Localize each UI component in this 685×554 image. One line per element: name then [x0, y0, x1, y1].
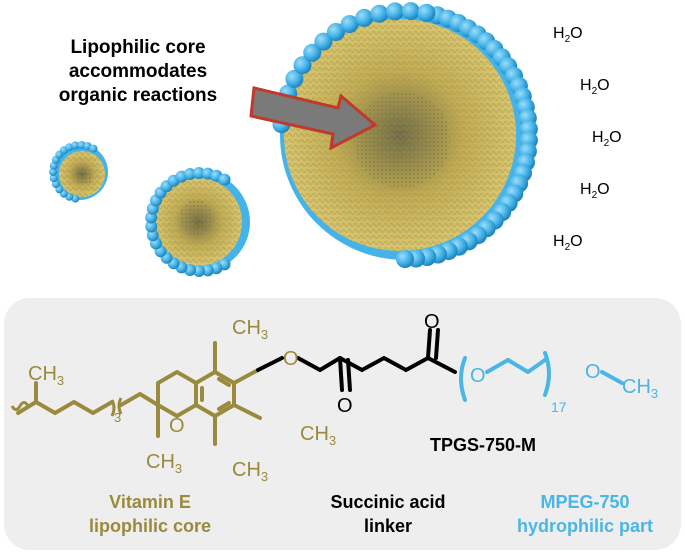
head-group-sphere: [71, 141, 80, 150]
head-group-sphere: [184, 168, 196, 180]
small-micelle: [49, 141, 108, 203]
head-group-sphere: [314, 32, 333, 51]
methyl-label: CH3: [28, 363, 64, 388]
methyl-label: CH3: [232, 317, 268, 342]
peg-repeat-count: 17: [551, 399, 567, 415]
head-group-sphere: [303, 43, 322, 62]
head-group-sphere: [77, 141, 86, 149]
vitamin-e-caption: Vitamin E lipophilic core: [88, 492, 212, 536]
head-group-sphere: [326, 23, 345, 41]
head-group-sphere: [401, 2, 420, 21]
head-group-sphere: [49, 174, 58, 183]
water-label: H2O: [553, 25, 583, 46]
head-group-sphere: [417, 3, 436, 22]
head-group-sphere: [218, 173, 231, 186]
carbonyl-oxygen-label: O: [337, 395, 353, 417]
head-group-sphere: [340, 15, 359, 34]
head-group-sphere: [71, 194, 80, 203]
ester-oxygen-label: O: [283, 348, 299, 370]
methyl-label: CH3: [300, 423, 336, 448]
linker-skeleton: [256, 328, 457, 392]
carbonyl-oxygen-label: O: [424, 311, 440, 333]
water-label: H2O: [580, 181, 610, 202]
head-group-sphere: [355, 8, 374, 27]
medium-micelle: [145, 167, 250, 277]
chain-break: [10, 401, 30, 411]
head-group-sphere: [396, 250, 414, 268]
mpeg-caption: MPEG-750 hydrophilic part: [516, 492, 653, 536]
ether-oxygen-label: O: [470, 365, 486, 387]
head-group-sphere: [386, 2, 404, 21]
water-label: H2O: [592, 129, 622, 150]
phytyl-repeat-count: 3: [114, 410, 121, 425]
head-group-sphere: [192, 265, 205, 277]
methyl-label: CH3: [622, 376, 658, 401]
callout-line-1: Lipophilic core: [70, 37, 206, 58]
head-group-sphere: [65, 143, 74, 152]
structure-labels: CH3 3 O CH3 CH3 CH3 CH3 O O O O 17 O CH3…: [28, 311, 658, 484]
core-callout: Lipophilic core accommodates organic rea…: [22, 36, 254, 108]
methoxy-oxygen-label: O: [585, 361, 601, 383]
micelle-illustration: [49, 2, 538, 277]
compound-name: TPGS-750-M: [430, 435, 536, 455]
head-group-sphere: [285, 69, 304, 88]
phytyl-bracket-left: [110, 399, 116, 417]
structure-panel: [4, 298, 681, 550]
callout-line-3: organic reactions: [58, 85, 218, 106]
head-group-sphere: [370, 4, 389, 23]
methyl-label: CH3: [232, 459, 268, 484]
head-group-sphere: [192, 167, 205, 179]
head-group-sphere: [293, 56, 312, 75]
linker-caption: Succinic acid linker: [330, 492, 446, 536]
callout-line-2: accommodates: [68, 61, 208, 82]
phytyl-bracket-right: [117, 397, 123, 415]
head-group-sphere: [89, 144, 98, 153]
water-label: H2O: [553, 233, 583, 254]
vitamin-e-skeleton: [16, 341, 262, 446]
head-group-sphere: [145, 220, 158, 233]
callout-arrow: [249, 86, 378, 151]
ring-oxygen-label: O: [169, 415, 185, 437]
large-micelle: [272, 2, 538, 268]
mpeg-skeleton: [459, 351, 624, 402]
head-group-sphere: [49, 168, 57, 176]
water-label: H2O: [580, 77, 610, 98]
methyl-label: CH3: [146, 451, 182, 476]
head-group-sphere: [201, 264, 214, 277]
